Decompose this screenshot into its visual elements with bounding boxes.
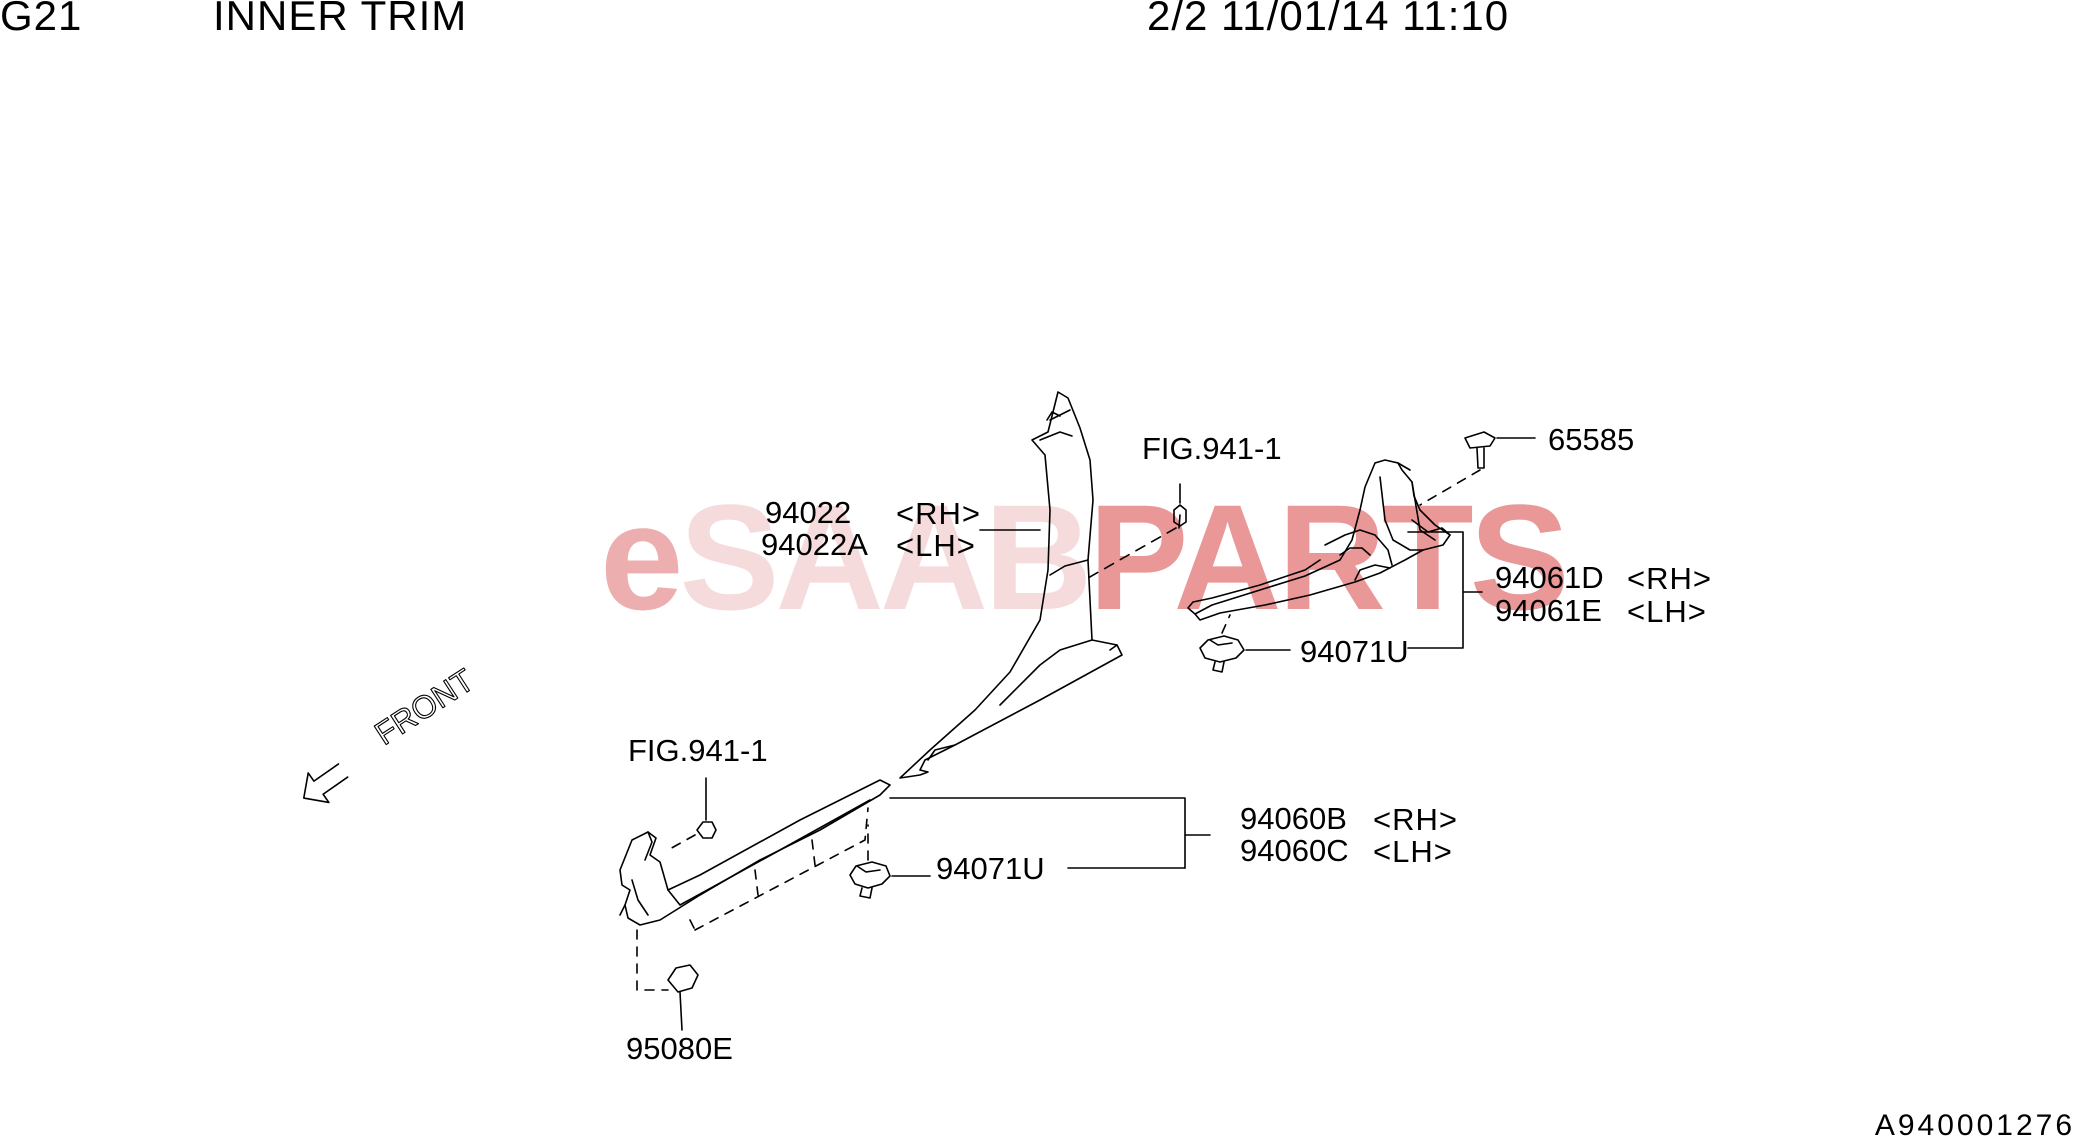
callout-95080e[interactable]: 95080E bbox=[626, 1031, 733, 1066]
watermark-parts: PARTS bbox=[1088, 473, 1569, 641]
dash-upper-94071u bbox=[1221, 614, 1231, 634]
lower-clip-part bbox=[696, 821, 717, 839]
diagram-id: A940001276 bbox=[1874, 1109, 2075, 1142]
upper-clip-part bbox=[1173, 504, 1187, 529]
callout-94022a[interactable]: 94022A bbox=[761, 527, 868, 562]
bracket-94060 bbox=[889, 797, 1211, 869]
callout-94060c[interactable]: 94060C bbox=[1240, 833, 1349, 868]
callout-94061e[interactable]: 94061E bbox=[1495, 593, 1602, 628]
side-lh-94061e: <LH> bbox=[1627, 594, 1707, 629]
dash-bolt-95080e bbox=[636, 929, 669, 991]
side-rh-94022: <RH> bbox=[896, 496, 981, 531]
callout-94022[interactable]: 94022 bbox=[765, 495, 852, 530]
callout-94071u-lower[interactable]: 94071U bbox=[936, 851, 1045, 886]
dash-upper-clip bbox=[1087, 527, 1177, 579]
front-label: FRONT bbox=[368, 662, 480, 752]
dash-sill-outline bbox=[689, 807, 869, 931]
callout-94061d[interactable]: 94061D bbox=[1495, 560, 1604, 595]
bolt-95080e-part bbox=[667, 964, 699, 1031]
rear-sill-trim-part bbox=[1187, 459, 1451, 621]
side-rh-94060b: <RH> bbox=[1373, 802, 1458, 837]
esaabparts-watermark: eSAABPARTS bbox=[600, 482, 1570, 632]
watermark-saab: SAAB bbox=[679, 473, 1092, 641]
dash-lower-clip bbox=[667, 834, 696, 851]
diagram-code: G21 bbox=[0, 0, 83, 39]
screw-65585-part bbox=[1464, 431, 1496, 469]
callout-65585[interactable]: 65585 bbox=[1548, 422, 1635, 457]
page-info: 2/2 11/01/14 11:10 bbox=[1147, 0, 1510, 39]
callout-fig-941-1-lower[interactable]: FIG.941-1 bbox=[628, 733, 768, 768]
callout-fig-941-1-upper[interactable]: FIG.941-1 bbox=[1142, 431, 1282, 466]
lower-94071u-clip-part bbox=[849, 861, 891, 899]
pillar-trim-part bbox=[899, 391, 1123, 779]
callout-94071u-upper[interactable]: 94071U bbox=[1300, 634, 1409, 669]
bracket-94061 bbox=[1407, 531, 1483, 649]
front-sill-trim-part bbox=[619, 779, 891, 926]
front-arrow bbox=[302, 763, 349, 804]
watermark-e: e bbox=[600, 473, 683, 641]
upper-94071u-clip-part bbox=[1199, 635, 1245, 673]
callout-94060b[interactable]: 94060B bbox=[1240, 801, 1347, 836]
side-rh-94061d: <RH> bbox=[1627, 561, 1712, 596]
side-lh-94022a: <LH> bbox=[896, 528, 976, 563]
diagram-title: INNER TRIM bbox=[213, 0, 468, 39]
dash-screw-65585 bbox=[1419, 469, 1481, 506]
side-lh-94060c: <LH> bbox=[1373, 834, 1453, 869]
